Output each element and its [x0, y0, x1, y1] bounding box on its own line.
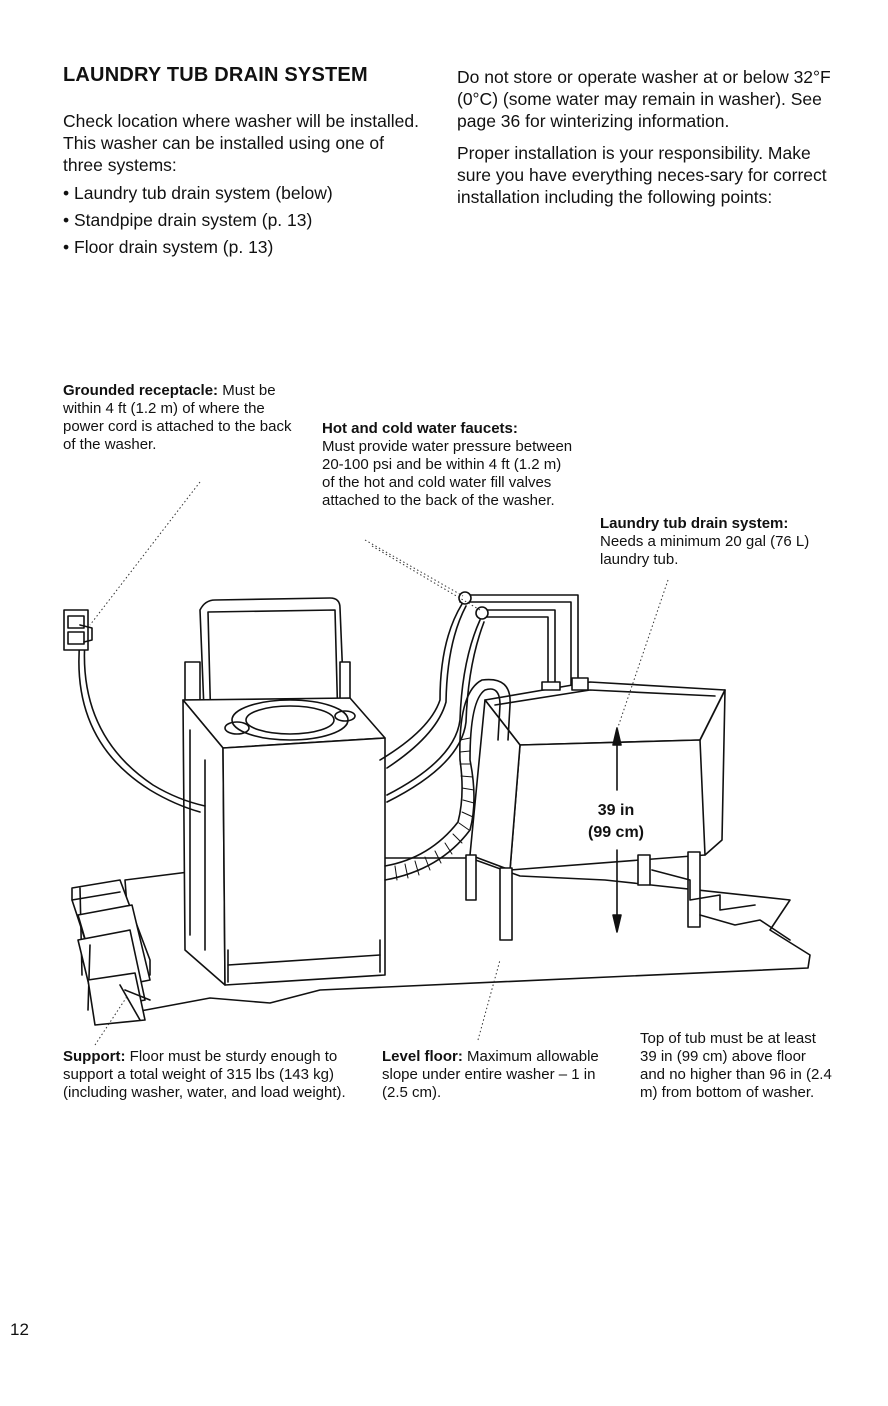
list-item: Floor drain system (p. 13) [63, 234, 433, 261]
section-title: LAUNDRY TUB DRAIN SYSTEM [63, 64, 368, 86]
page-number: 12 [10, 1320, 29, 1339]
right-column: Do not store or operate washer at or bel… [457, 66, 837, 218]
grounded-leader [89, 481, 201, 626]
intro-paragraph: Check location where washer will be inst… [63, 111, 420, 175]
floor-joists [71, 879, 151, 1026]
installation-responsibility: Proper installation is your responsibili… [457, 143, 827, 207]
dimension-cm: (99 cm) [587, 824, 645, 841]
dimension-inches: 39 in [597, 802, 635, 819]
callout-text: Must provide water pressure between 20-1… [322, 438, 573, 509]
level-leader [477, 959, 501, 1041]
drain-systems-list: Laundry tub drain system (below) Standpi… [63, 180, 433, 261]
callout-text: Needs a minimum 20 gal (76 L) laundry tu… [600, 533, 810, 568]
water-faucets-callout: Hot and cold water faucets: Must provide… [322, 420, 577, 510]
tub-height-callout: Top of tub must be at least 39 in (99 cm… [640, 1030, 835, 1102]
dimension-label: 39 in (99 cm) [585, 800, 647, 844]
callout-label: Grounded receptacle: [63, 382, 219, 399]
callout-text: Maximum allowable slope under entire was… [382, 1048, 599, 1101]
callout-label: Hot and cold water faucets: [322, 420, 518, 437]
drain-system-callout: Laundry tub drain system: Needs a minimu… [600, 515, 830, 569]
callout-label: Laundry tub drain system: [600, 515, 789, 532]
drain-hose [384, 688, 501, 881]
water-pipes [459, 594, 579, 691]
callout-label: Support: [63, 1048, 126, 1065]
list-item: Laundry tub drain system (below) [63, 180, 433, 207]
grounded-receptacle-callout: Grounded receptacle: Must be within 4 ft… [63, 382, 303, 454]
list-item: Standpipe drain system (p. 13) [63, 207, 433, 234]
faucets-leader [364, 539, 464, 597]
storage-warning: Do not store or operate washer at or bel… [457, 67, 831, 131]
level-floor-callout: Level floor: Maximum allowable slope und… [382, 1048, 622, 1102]
callout-label: Level floor: [382, 1048, 463, 1065]
drain-leader [616, 579, 669, 731]
support-callout: Support: Floor must be sturdy enough to … [63, 1048, 353, 1102]
callout-text: Must be within 4 ft (1.2 m) of where the… [63, 382, 292, 453]
callout-text: Floor must be sturdy enough to support a… [63, 1048, 346, 1101]
callout-text: Top of tub must be at least 39 in (99 cm… [640, 1030, 832, 1101]
